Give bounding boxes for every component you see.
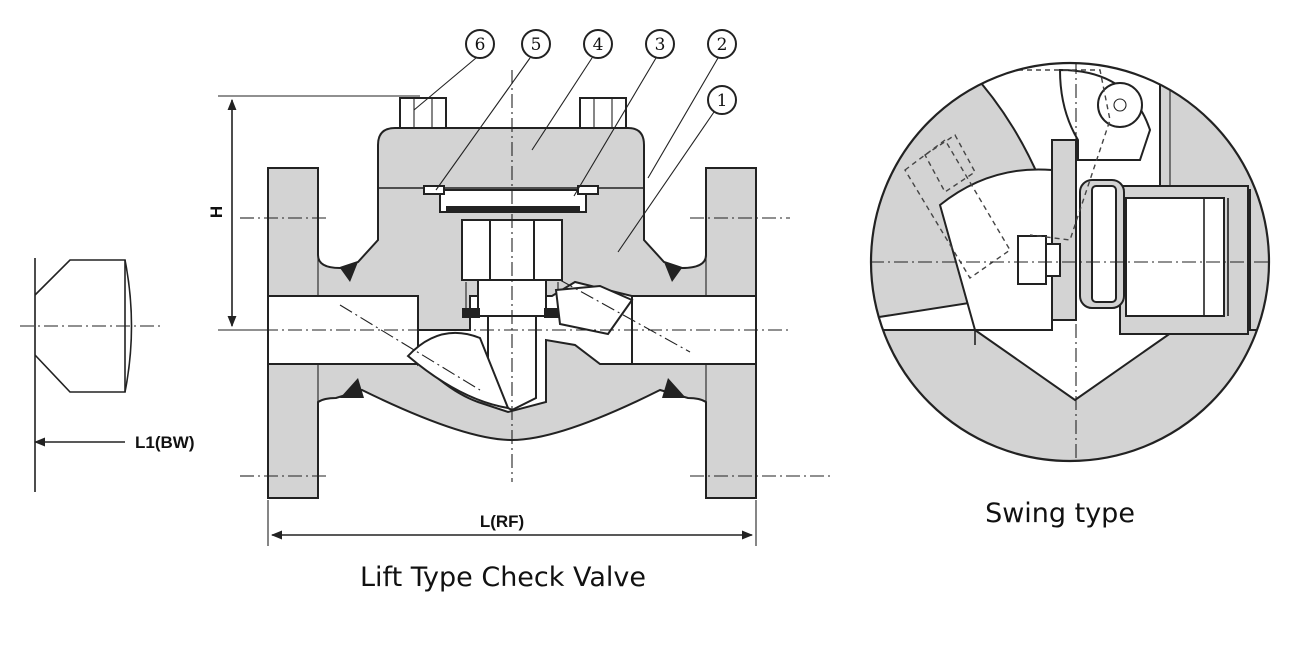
svg-text:4: 4: [593, 35, 604, 55]
svg-text:5: 5: [531, 35, 542, 55]
swing-type-detail: [869, 61, 1271, 463]
part-balloon-4: 4: [583, 29, 613, 59]
part-balloon-3: 3: [645, 29, 675, 59]
part-balloon-2: 2: [707, 29, 737, 59]
dim-length-bw: L1(BW): [135, 433, 194, 452]
svg-text:3: 3: [655, 35, 666, 55]
part-balloon-5: 5: [521, 29, 551, 59]
dimension-h: H: [207, 95, 420, 331]
svg-text:1: 1: [717, 91, 728, 111]
svg-text:6: 6: [475, 35, 486, 55]
dimension-l-rf: L(RF): [267, 500, 757, 546]
bw-end-detail: L1(BW): [20, 258, 194, 492]
dim-height: H: [207, 206, 226, 218]
valve-body: [240, 70, 830, 499]
bonnet-bolt-right: [579, 97, 627, 129]
part-balloon-1: 1: [707, 85, 737, 115]
part-callouts: 6 5 4 3 2 1: [413, 29, 737, 253]
dim-length-rf: L(RF): [480, 512, 524, 531]
svg-text:2: 2: [717, 35, 728, 55]
caption-lift-type: Lift Type Check Valve: [360, 562, 646, 593]
part-balloon-6: 6: [465, 29, 495, 59]
caption-swing-type: Swing type: [985, 498, 1135, 529]
